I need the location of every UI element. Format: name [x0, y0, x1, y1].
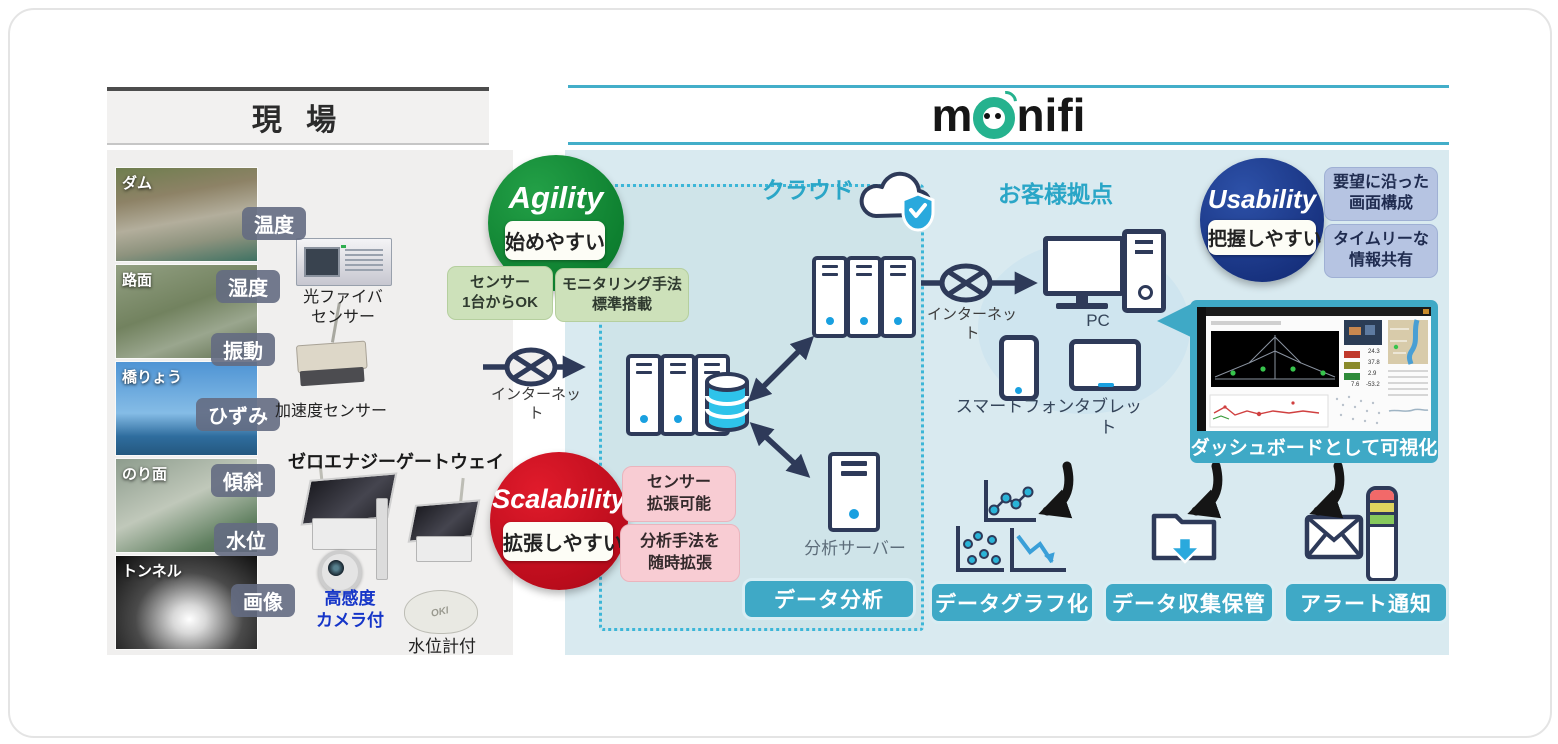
scalability-pill: 拡張しやすい [503, 522, 623, 561]
camera-gateway-device [300, 459, 400, 594]
chip-tilt: 傾斜 [211, 464, 275, 497]
agility-note-1: センサー 1台からOK [447, 266, 553, 320]
accel-sensor-caption: 加速度センサー [274, 403, 387, 420]
dashboard-caption: ダッシュボードとして可視化 [1190, 438, 1438, 459]
server-icon [660, 354, 696, 436]
pc-monitor-icon [1043, 236, 1125, 309]
dash-value-5: -53.2 [1366, 382, 1380, 388]
scalability-note-1: センサー 拡張可能 [622, 466, 736, 522]
analysis-server-icon [828, 452, 880, 532]
site-header: 現 場 [107, 87, 489, 145]
alert-light-tower-icon [1366, 486, 1398, 582]
chip-vibration: 振動 [211, 333, 275, 366]
dash-value-3: 2.9 [1368, 371, 1377, 377]
chip-image: 画像 [231, 584, 295, 617]
database-icon [705, 372, 749, 432]
usability-circle: Usability 把握しやすい [1200, 158, 1324, 282]
data-graph-button: データグラフ化 [929, 581, 1095, 624]
customer-site-title: お客様拠点 [998, 181, 1113, 207]
charts-icon [956, 480, 1066, 572]
dash-value-4: 7.6 [1351, 382, 1360, 388]
agility-pill: 始めやすい [505, 221, 605, 260]
chip-temperature: 温度 [242, 207, 306, 240]
server-icon [846, 256, 882, 338]
data-storage-button: データ収集保管 [1103, 581, 1275, 624]
folder-download-icon [1151, 513, 1217, 564]
logo-text-m: m [931, 89, 973, 141]
scalability-note-2: 分析手法を 随時拡張 [620, 524, 740, 582]
agility-note-2: モニタリング手法 標準搭載 [555, 268, 689, 322]
monifi-face-icon [973, 86, 1022, 139]
accel-sensor-device [295, 302, 368, 388]
chip-humidity: 湿度 [216, 270, 280, 303]
dash-value-1: 24.3 [1368, 349, 1380, 355]
logo-text-nifi: nifi [1016, 89, 1086, 141]
camera-caption: 高感度 カメラ付 [316, 589, 384, 631]
pc-tower-icon [1122, 229, 1166, 313]
dashboard-frame: ダッシュボードとして可視化 [1190, 300, 1438, 463]
water-gauge-gateway-device: OKI [402, 477, 482, 637]
photo-dam: ダム [116, 168, 257, 261]
internet-left-caption: インターネット [490, 386, 581, 422]
pc-caption: PC [1086, 311, 1110, 330]
internet-right-caption: インターネット [926, 306, 1017, 342]
site-header-title: 現 場 [251, 104, 345, 137]
chip-strain: ひずみ [196, 398, 280, 431]
monifi-header: m nifi [568, 85, 1449, 145]
alert-notify-button: アラート通知 [1283, 581, 1449, 624]
water-gauge-caption: 水位計付 [408, 637, 476, 656]
smartphone-caption: スマートフォン [955, 397, 1075, 416]
server-icon [812, 256, 848, 338]
tablet-icon [1069, 339, 1141, 391]
cloud-icon [859, 171, 935, 232]
usability-note-1: 要望に沿った 画面構成 [1324, 167, 1438, 221]
shield-check-icon [901, 192, 935, 232]
data-analysis-button: データ分析 [742, 578, 916, 620]
fiber-sensor-device [296, 238, 392, 286]
camera-lens-icon [318, 550, 362, 594]
fiber-sensor-caption: 光ファイバ センサー [303, 289, 383, 326]
tablet-caption: タブレット [1074, 397, 1142, 438]
cloud-title: クラウド [762, 177, 854, 203]
dash-value-2: 37.8 [1368, 360, 1380, 366]
usability-note-2: タイムリーな 情報共有 [1324, 224, 1438, 278]
gateway-title: ゼロエナジーゲートウェイ [288, 452, 504, 472]
smartphone-icon [999, 335, 1039, 401]
server-icon [626, 354, 662, 436]
monifi-logo: m nifi [931, 86, 1086, 141]
dashboard-screenshot [1197, 307, 1431, 431]
mail-icon [1304, 514, 1364, 560]
server-icon [880, 256, 916, 338]
gauge-base: OKI [404, 590, 478, 634]
chip-water-level: 水位 [214, 523, 278, 556]
usability-pill: 把握しやすい [1208, 220, 1322, 255]
scalability-circle: Scalability 拡張しやすい [490, 452, 628, 590]
analysis-server-caption: 分析サーバー [804, 539, 906, 558]
